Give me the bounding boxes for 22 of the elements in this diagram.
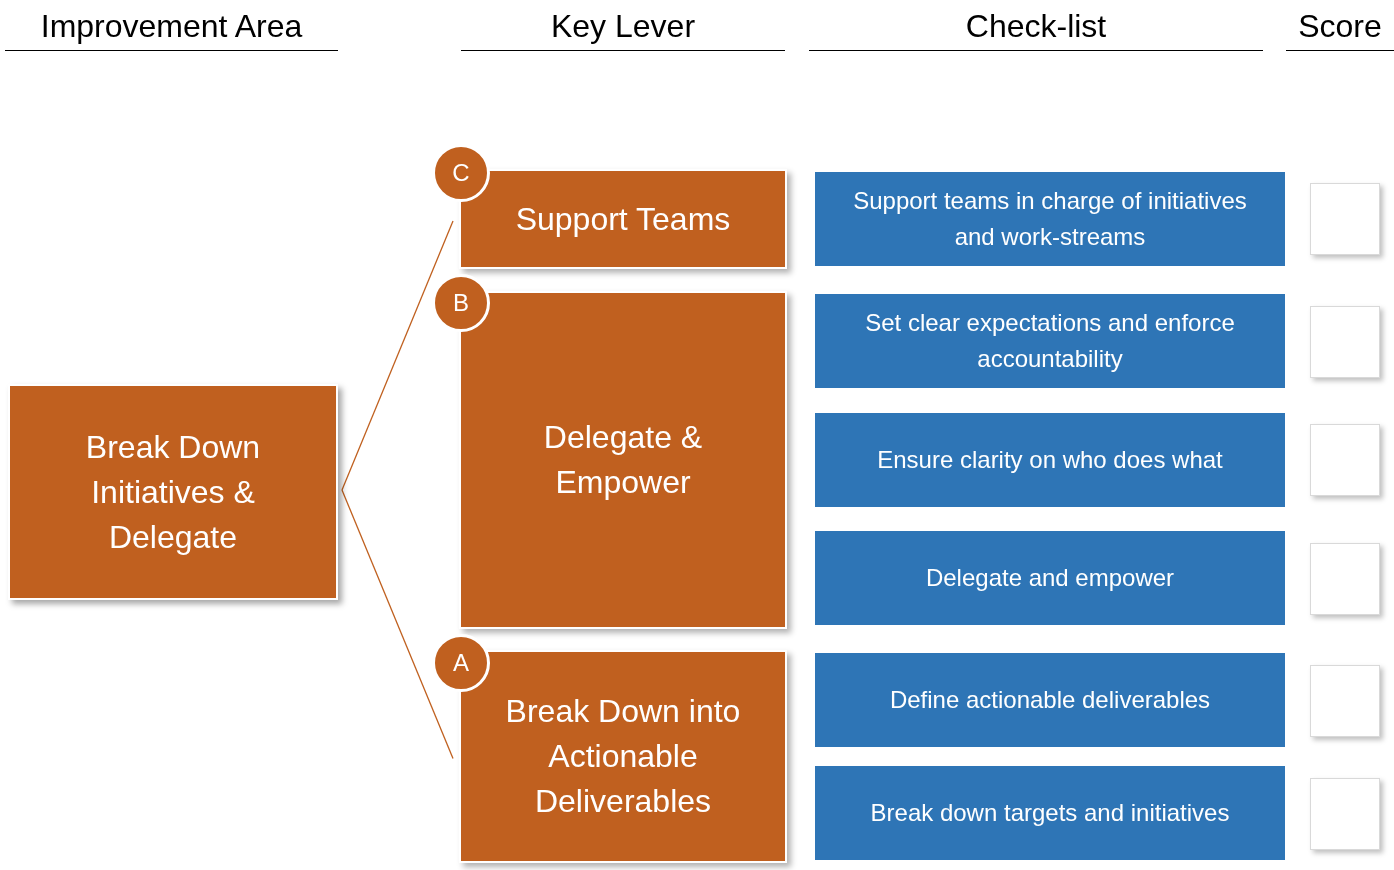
area-box: Break Down Initiatives & Delegate — [8, 384, 338, 600]
checklist-box: Define actionable deliverables — [815, 653, 1285, 747]
letter-badge: C — [432, 144, 490, 202]
score-box — [1310, 183, 1380, 255]
checklist-box: Break down targets and initiatives — [815, 766, 1285, 860]
score-box — [1310, 306, 1380, 378]
letter-badge: A — [432, 634, 490, 692]
checklist-box: Support teams in charge of initiatives and work-streams — [815, 172, 1285, 266]
connector-line — [341, 220, 454, 491]
checklist-box: Ensure clarity on who does what — [815, 413, 1285, 507]
column-header: Key Lever — [461, 4, 785, 51]
letter-badge: B — [432, 274, 490, 332]
column-header: Score — [1286, 4, 1394, 51]
score-box — [1310, 543, 1380, 615]
connector-line — [341, 489, 454, 760]
column-header: Improvement Area — [5, 4, 338, 51]
column-header: Check-list — [809, 4, 1263, 51]
score-box — [1310, 424, 1380, 496]
checklist-box: Delegate and empower — [815, 531, 1285, 625]
score-box — [1310, 778, 1380, 850]
checklist-box: Set clear expectations and enforce accountability — [815, 294, 1285, 388]
score-box — [1310, 665, 1380, 737]
